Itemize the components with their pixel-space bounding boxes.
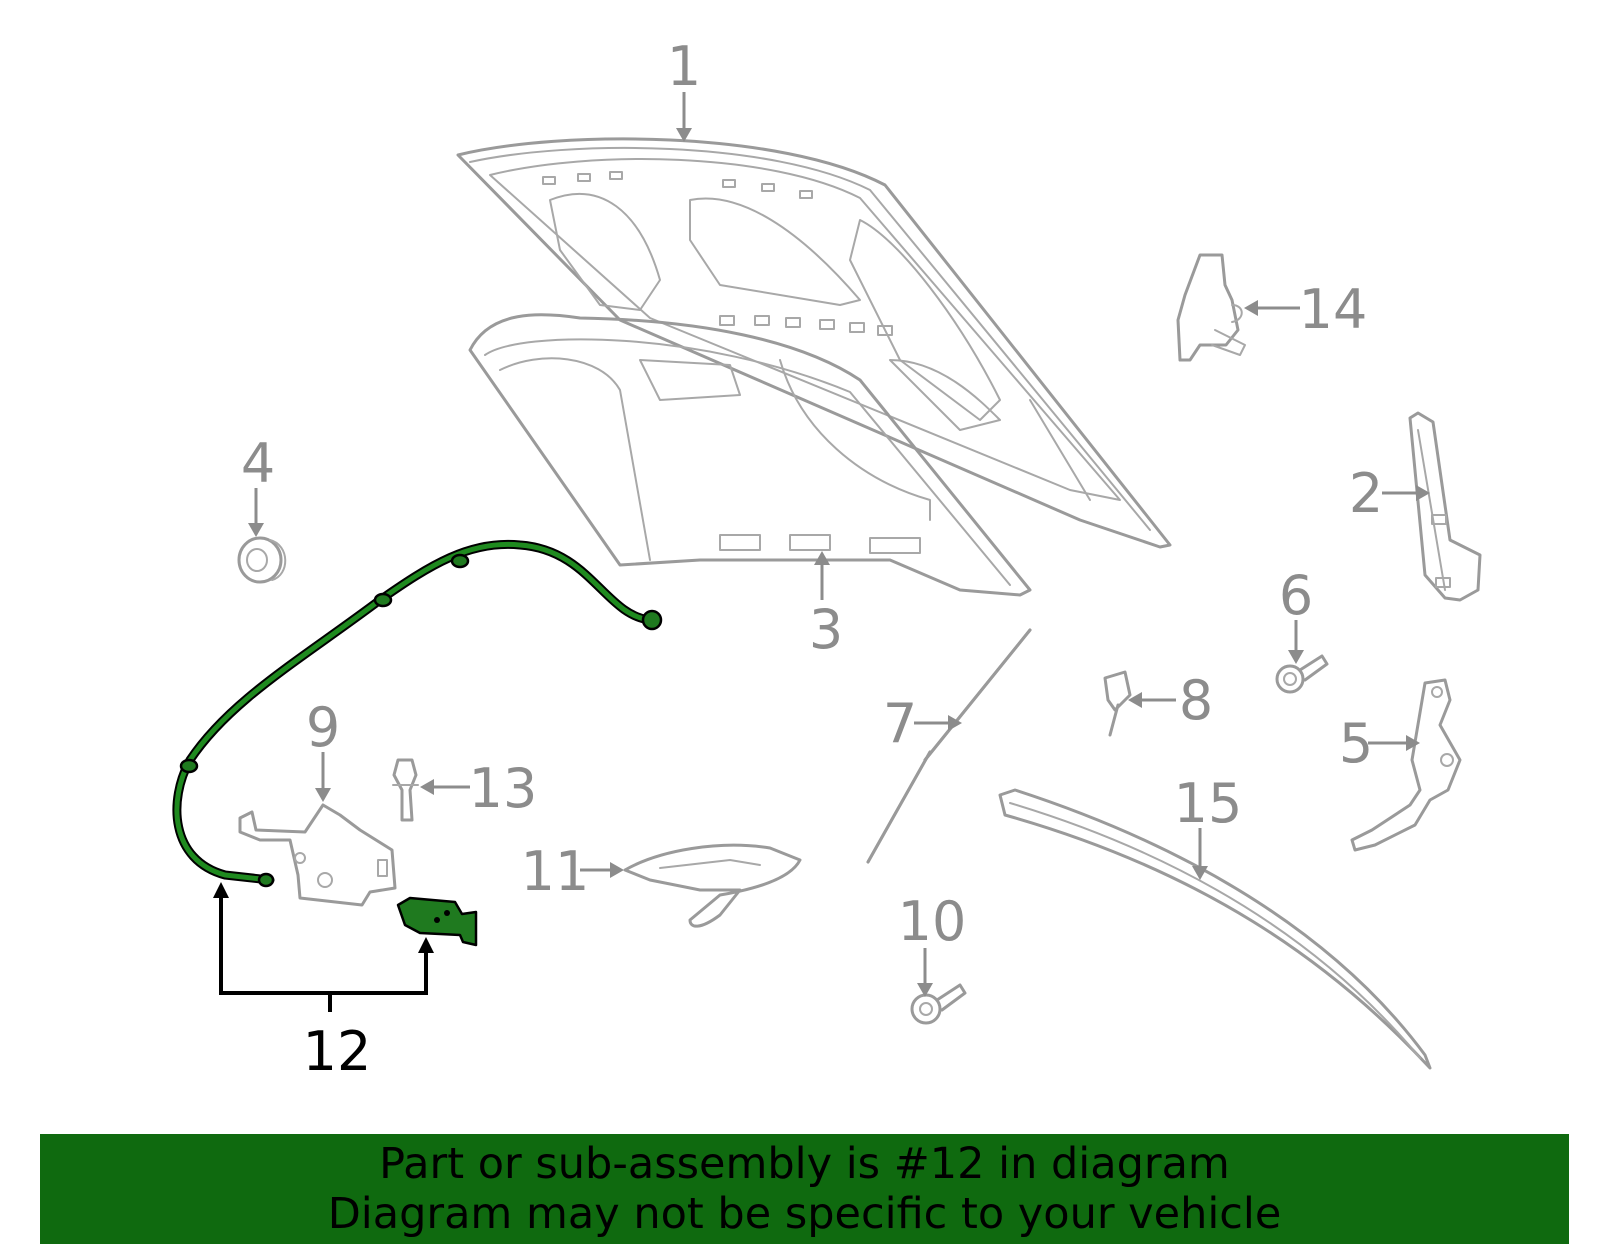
part-14-latch-bracket: [1176, 253, 1246, 362]
callout-12: 12: [303, 1020, 372, 1083]
hood-panel-outer: [456, 137, 1172, 549]
part-2-bracket: [1408, 411, 1482, 602]
callout-13: 13: [469, 757, 538, 820]
part-10-bolt: [910, 983, 967, 1025]
part-12-release-cable: [172, 539, 663, 888]
callout-3: 3: [809, 598, 843, 661]
leader-lines: [248, 92, 1430, 997]
callout-2: 2: [1349, 462, 1383, 525]
info-banner: Part or sub-assembly is #12 in diagram D…: [40, 1134, 1569, 1244]
part-13-pin: [392, 758, 419, 822]
callout-11: 11: [521, 840, 590, 903]
callout-1: 1: [667, 35, 701, 98]
banner-line-1: Part or sub-assembly is #12 in diagram: [379, 1139, 1230, 1189]
part-9-latch: [238, 803, 397, 907]
part-8-clip: [1103, 670, 1132, 737]
callout-6: 6: [1279, 564, 1313, 627]
callout-15: 15: [1174, 772, 1243, 835]
banner-line-2: Diagram may not be specific to your vehi…: [327, 1189, 1282, 1239]
part-7-strut: [866, 628, 1032, 864]
callout-7: 7: [883, 692, 917, 755]
part-5-hinge: [1350, 678, 1462, 852]
callout-4: 4: [241, 432, 275, 495]
part-15-seal: [998, 788, 1432, 1070]
callout-10: 10: [898, 890, 967, 953]
leader-12: [213, 882, 434, 1012]
part-6-bolt: [1275, 654, 1329, 694]
hood-inner-panel: [468, 313, 1032, 597]
part-12-cable-clip: [396, 896, 478, 947]
callout-14: 14: [1299, 278, 1368, 341]
callout-8: 8: [1179, 669, 1213, 732]
callout-9: 9: [306, 696, 340, 759]
parts-diagram: 1 2 3 4 5 6 7 8 9 10 11 12 13 14 15: [172, 35, 1482, 1083]
callout-5: 5: [1339, 712, 1373, 775]
part-4-bumper: [237, 536, 287, 584]
part-11-release-handle: [623, 843, 802, 928]
